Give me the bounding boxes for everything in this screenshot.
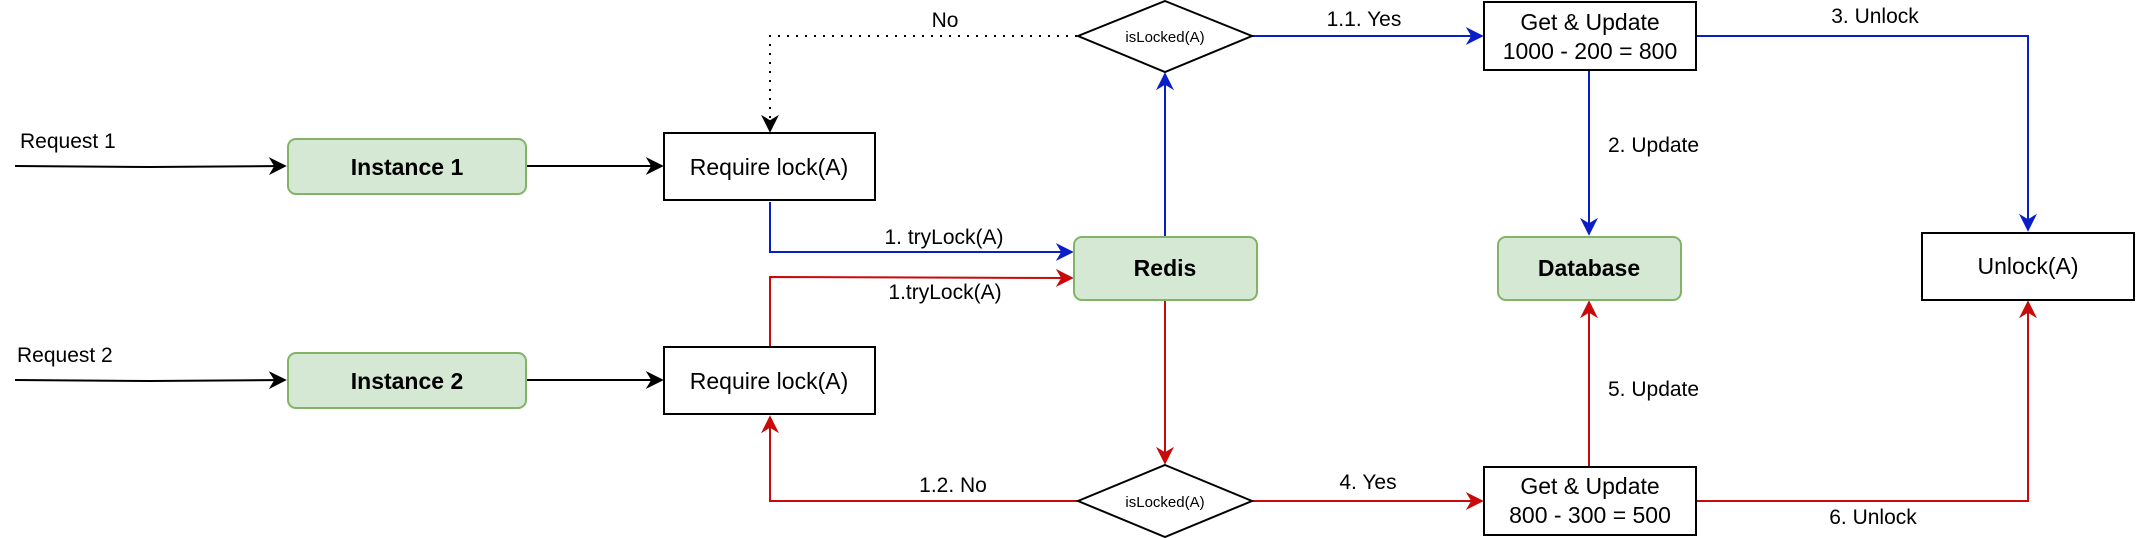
get-update-bottom-line1: Get & Update: [1520, 473, 1659, 499]
edge-no-1-2: [761, 415, 1078, 502]
unlock-label: Unlock(A): [1978, 253, 2079, 279]
edge-no-label: No: [932, 9, 959, 32]
edge-unlock-3-label: 3. Unlock: [1831, 5, 1919, 28]
edge-yes-4-label: 4. Yes: [1339, 471, 1396, 494]
edge-request1-to-instance1: [14, 157, 287, 176]
islocked-top-label: isLocked(A): [1125, 29, 1204, 46]
get-update-bottom-line2: 800 - 300 = 500: [1509, 502, 1671, 528]
edge-trylock-1-label: 1. tryLock(A): [884, 226, 1003, 249]
redis-label: Redis: [1134, 255, 1197, 281]
edge-update-5-label: 5. Update: [1608, 378, 1699, 401]
edge-trylock-2-label: 1.tryLock(A): [888, 281, 1001, 304]
require-lock-2-label: Require lock(A): [690, 368, 849, 394]
instance-2-label: Instance 2: [351, 368, 464, 394]
edge-no-1-2-label: 1.2. No: [919, 474, 987, 497]
edge-unlock-3: [1697, 35, 2037, 232]
edge-request2-to-instance2: [14, 371, 287, 390]
node-get-update-bottom: Get & Update 800 - 300 = 500: [1483, 466, 1697, 536]
edge-no-dotted: [761, 35, 1077, 133]
node-instance-2: Instance 2: [287, 352, 527, 409]
edge-trylock-red: [769, 268, 1074, 347]
edge-update-2-label: 2. Update: [1608, 134, 1699, 157]
node-database: Database: [1497, 236, 1682, 301]
edge-trylock-blue: [769, 202, 1074, 261]
node-instance-1: Instance 1: [287, 138, 527, 195]
node-get-update-top: Get & Update 1000 - 200 = 800: [1483, 1, 1697, 71]
request-1-label: Request 1: [20, 130, 116, 153]
islocked-bottom-label: isLocked(A): [1125, 494, 1204, 511]
edge-unlock-6-label: 6. Unlock: [1829, 506, 1917, 529]
edge-unlock-6: [1697, 300, 2037, 502]
get-update-top-line2: 1000 - 200 = 800: [1503, 38, 1678, 64]
request-2-label: Request 2: [17, 344, 113, 367]
instance-1-label: Instance 1: [351, 154, 464, 180]
node-islocked-top: isLocked(A): [1075, 0, 1255, 74]
get-update-top-line1: Get & Update: [1520, 9, 1659, 35]
database-label: Database: [1538, 255, 1640, 281]
node-require-lock-2: Require lock(A): [663, 346, 876, 415]
edge-yes-1-1-label: 1.1. Yes: [1327, 8, 1402, 31]
node-unlock: Unlock(A): [1921, 232, 2135, 301]
node-redis: Redis: [1073, 236, 1258, 301]
require-lock-1-label: Require lock(A): [690, 154, 849, 180]
node-require-lock-1: Require lock(A): [663, 132, 876, 201]
node-islocked-bottom: isLocked(A): [1075, 463, 1255, 538]
